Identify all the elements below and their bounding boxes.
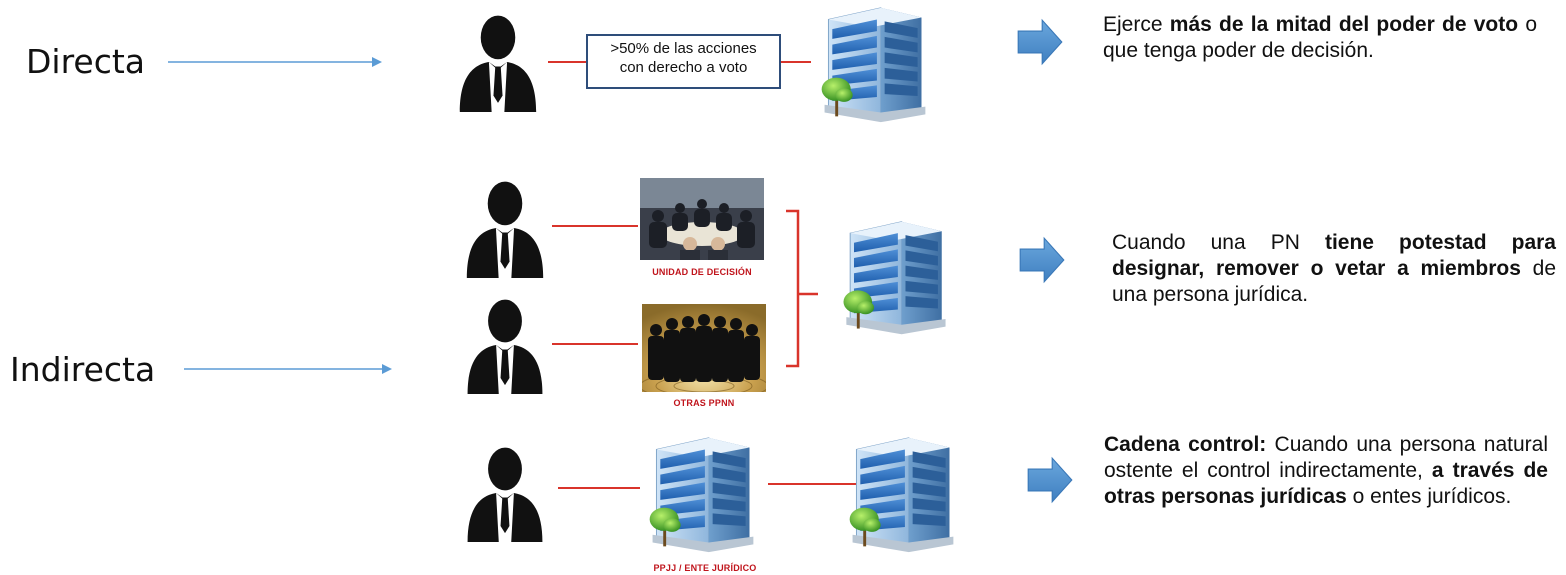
block-arrow-icon: [1026, 456, 1074, 504]
connector-line: [548, 61, 588, 63]
connector-line: [768, 483, 860, 485]
voting-box-line2: con derecho a voto: [619, 59, 748, 76]
desc-text: Cuando una persona natural ostente el co…: [1104, 433, 1548, 482]
desc-text: o que tenga poder de decisión.: [1103, 13, 1538, 62]
desc-bold: tiene potestad para designar, remover o …: [1112, 231, 1556, 280]
caption-decision-unit: UNIDAD DE DECISIÓN: [652, 267, 752, 277]
indirect-pointer-arrow: [184, 364, 392, 374]
desc-text: de una persona jurídica.: [1112, 257, 1556, 306]
desc-text: o entes jurídicos.: [1346, 485, 1512, 508]
desc-bold: a través de otras personas jurídicas: [1104, 459, 1548, 508]
connector-line: [558, 487, 640, 489]
grouping-bracket: [786, 209, 818, 368]
person-icon: [456, 444, 554, 542]
person-icon: [448, 12, 548, 112]
building-icon: [830, 216, 960, 340]
label-indirect: Indirecta: [10, 350, 156, 389]
voting-box-line1: >50% de las acciones: [610, 40, 757, 57]
label-direct: Directa: [26, 42, 146, 81]
desc-text: Ejerce: [1103, 13, 1170, 36]
building-icon: [636, 432, 768, 558]
voting-shares-box: >50% de las acciones con derecho a voto: [586, 34, 781, 89]
block-arrow-icon: [1018, 236, 1066, 284]
building-icon: [808, 2, 940, 128]
designate-description: Cuando una PN tiene potestad para design…: [1112, 230, 1556, 308]
caption-other-pn: OTRAS PPNN: [673, 398, 735, 408]
direct-description: Ejerce más de la mitad del poder de voto…: [1103, 12, 1537, 64]
crowd-photo: [642, 304, 766, 392]
desc-bold: Cadena control:: [1104, 433, 1267, 456]
direct-pointer-arrow: [168, 57, 382, 67]
person-icon: [456, 296, 554, 394]
connector-line: [552, 343, 638, 345]
desc-text: Cuando una PN: [1112, 231, 1325, 254]
chain-description: Cadena control: Cuando una persona natur…: [1104, 432, 1548, 510]
caption-legal-entity: PPJJ / ENTE JURÍDICO: [653, 563, 757, 573]
block-arrow-icon: [1016, 18, 1064, 66]
connector-line: [781, 61, 811, 63]
meeting-photo: [640, 178, 764, 260]
connector-line: [552, 225, 638, 227]
building-icon: [836, 432, 968, 558]
person-icon: [456, 178, 554, 278]
desc-bold: más de la mitad del poder de voto: [1169, 13, 1519, 36]
